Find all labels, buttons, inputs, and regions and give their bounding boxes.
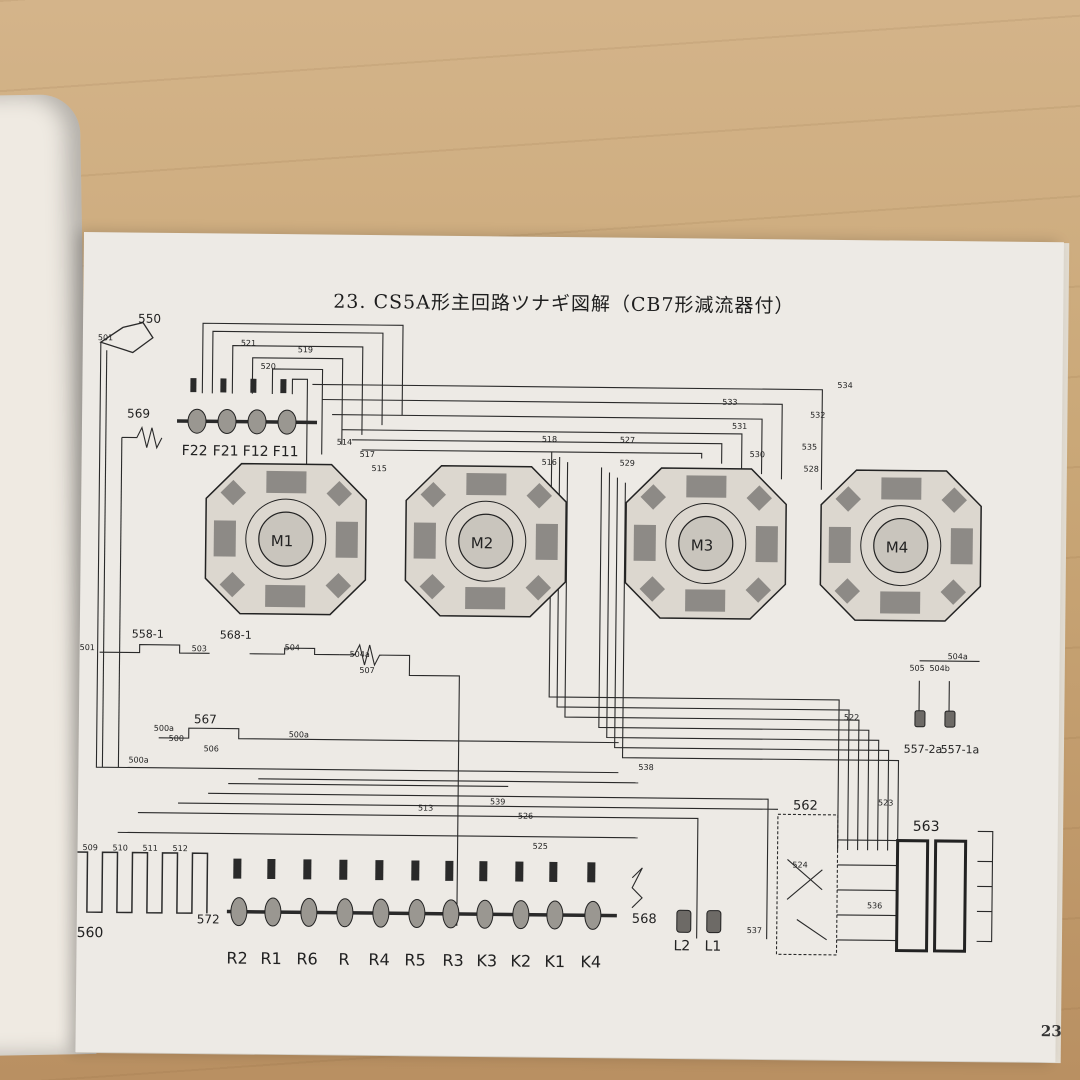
wire-label: 539 [490,797,505,806]
motor-m3 [624,467,787,620]
cam-label-r5: R5 [404,950,425,969]
wire-label: 530 [750,450,765,459]
wire-label: 500 [169,734,184,743]
wire-label: 504a [350,650,370,659]
wire-label: 501 [80,643,95,652]
cam-label-r: R [338,950,349,969]
wire-label: 507 [359,666,374,675]
cam-label-k1: K1 [544,952,565,971]
cam-label-k3: K3 [476,951,497,970]
wire-label: 526 [518,812,533,821]
cam-label-r6: R6 [296,949,317,968]
field-switch-label-f21: F21 [213,443,239,459]
line-switch-label-l2: L2 [673,938,690,954]
label-558-1: 558-1 [132,628,164,641]
cam-label-r4: R4 [368,950,389,969]
label-569: 569 [127,406,150,420]
label-568: 568 [632,912,657,927]
wire-label: 503 [192,644,207,653]
wire-label: 529 [620,459,635,468]
label-563: 563 [913,819,940,835]
wire-label: 504b [929,664,949,673]
wire-label: 538 [638,763,653,772]
block-563 [895,839,968,953]
circuit-diagram: M1 M2 M3 M4 F22 F21 F12 F11 [75,312,994,971]
label-567: 567 [194,712,217,726]
cam-label-k2: K2 [510,952,531,971]
label-562: 562 [793,798,818,813]
wire-label: 528 [804,465,819,474]
wire-label: 500a [128,755,148,764]
label-550: 550 [138,312,161,326]
wire-label: 523 [878,798,893,807]
wire-label: 505 [909,664,924,673]
wire-number-labels: 501 501 503 504 504a 504a 507 500a 500a … [80,333,968,935]
motor-m2 [404,465,567,618]
wire-label: 525 [533,842,548,851]
wire-label: 517 [360,450,375,459]
cam-label-k4: K4 [580,952,601,971]
field-switch-contacts [190,378,287,394]
label-560: 560 [77,925,104,941]
wire-label: 510 [113,843,128,852]
wire-label: 531 [732,422,747,431]
wire-label: 527 [620,436,635,445]
cam-switch-contacts [233,858,596,883]
line-switch-label-l1: L1 [704,939,721,955]
wiring-lines [75,321,994,956]
wire-label: 518 [542,435,557,444]
motor-m1 [204,462,367,616]
field-switch-drums [187,408,297,435]
diagram-page: 23. CS5A形主回路ツナギ図解（CB7形減流器付） 23 [75,232,1064,1063]
field-switch-label-f11: F11 [273,444,299,460]
motor-m4 [819,469,982,622]
switch-557-bodies [914,710,956,728]
wire-label: 500a [289,730,309,739]
wire-label: 534 [837,381,852,390]
wire-label: 501 [98,333,113,342]
motor-label-m2: M2 [471,534,494,552]
wire-label: 532 [810,411,825,420]
wire-label: 537 [747,926,762,935]
wire-label: 511 [143,844,158,853]
cam-label-r1: R1 [260,949,281,968]
cam-label-r3: R3 [442,951,463,970]
wire-label: 524 [792,860,807,869]
motor-label-m1: M1 [271,532,294,550]
motor-group [204,462,982,622]
wire-label: 521 [241,339,256,348]
wire-label: 504a [948,652,968,661]
field-switch-label-f22: F22 [182,443,208,459]
label-557-1a: 557-1a [941,743,980,756]
wire-label: 515 [371,464,386,473]
wire-label: 506 [204,744,219,753]
wire-label: 535 [802,443,817,452]
label-568-1: 568-1 [220,628,252,641]
wire-label: 504 [285,643,300,652]
line-switch-bodies [676,909,722,934]
wire-label: 533 [722,398,737,407]
wire-label: 509 [83,843,98,852]
wire-label: 516 [542,458,557,467]
cam-label-r2: R2 [226,949,247,968]
wire-label: 522 [844,713,859,722]
wire-label: 500a [154,724,174,733]
wire-label: 520 [261,362,276,371]
wire-label: 512 [173,844,188,853]
cam-switch-drums [230,897,602,930]
label-572: 572 [197,912,220,926]
motor-label-m3: M3 [691,536,714,554]
wire-label: 519 [298,345,313,354]
wire-label: 514 [337,438,352,447]
label-557-2a: 557-2a [904,743,943,756]
motor-label-m4: M4 [886,538,909,556]
wire-label: 536 [867,901,882,910]
field-switch-label-f12: F12 [243,444,269,460]
wire-label: 513 [418,804,433,813]
